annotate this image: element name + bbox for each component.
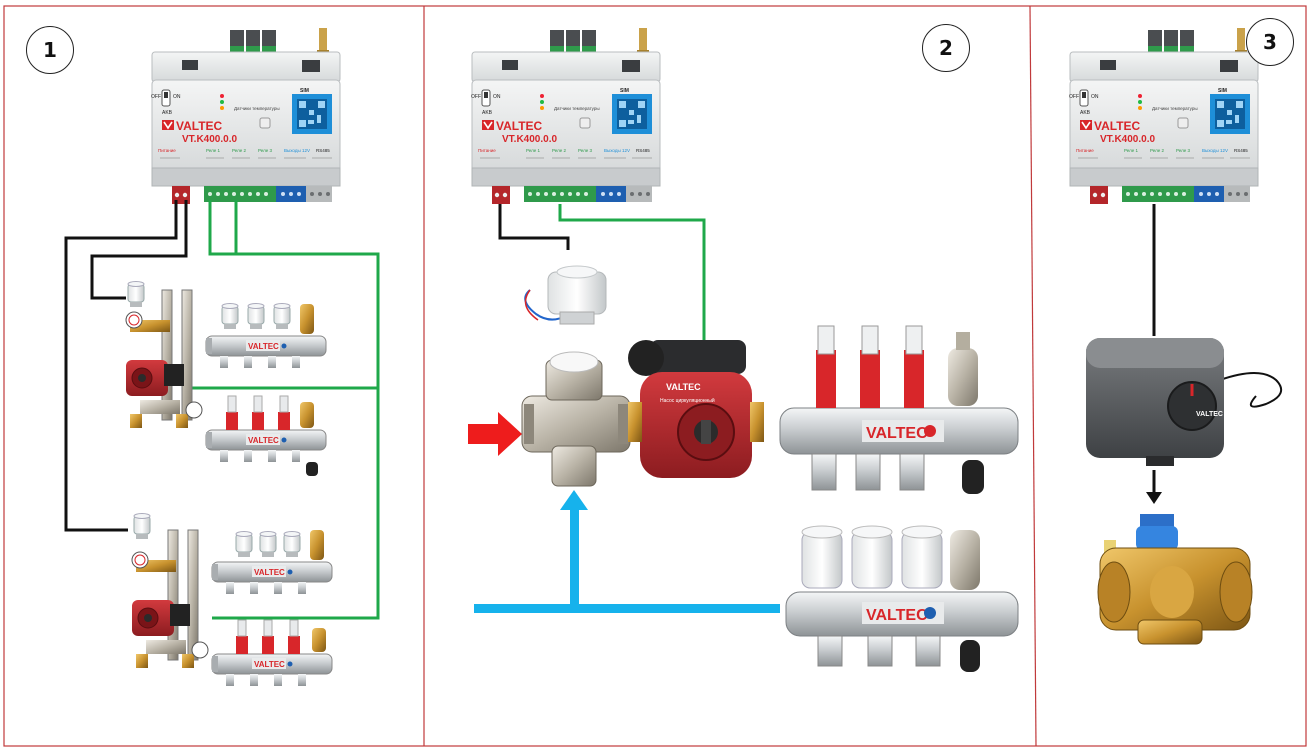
actuator-brand: VALTEC (1196, 411, 1223, 418)
rotary-actuator: VALTEC (1086, 338, 1283, 466)
pump-brand: VALTEC (666, 382, 701, 392)
frame (3, 5, 1307, 747)
arrow-cold-return (474, 490, 780, 613)
panel-number-2: 2 (922, 24, 970, 72)
pump-caption: Насос циркуляционный (660, 397, 715, 404)
controller-1 (150, 27, 341, 205)
brass-valve (1097, 514, 1253, 645)
wires-black-1 (64, 200, 188, 532)
controller-2 (470, 27, 661, 205)
manifold-large-top: VALTEC (779, 325, 1019, 494)
arrow-down (1146, 470, 1162, 504)
panel-2: VALTEC Насос циркуляционный VALTEC (468, 27, 1019, 672)
svg-text:VALTEC: VALTEC (866, 607, 928, 624)
panel-1 (64, 27, 380, 687)
three-way-valve (521, 351, 631, 487)
arrow-hot-supply (468, 412, 522, 456)
thermal-actuator (524, 265, 607, 325)
manifold-group-1-top (125, 281, 327, 476)
panel-number-3: 3 (1246, 18, 1294, 66)
manifold-large-bottom: VALTEC (785, 525, 1019, 672)
panel-3: VALTEC (1068, 27, 1283, 645)
wires-green-1 (188, 200, 380, 620)
wires-2 (498, 204, 706, 340)
controller-3 (1068, 27, 1259, 205)
manifold-group-1-bottom (131, 513, 333, 687)
panel-number-1: 1 (26, 26, 74, 74)
circulation-pump: VALTEC Насос циркуляционный (628, 340, 764, 478)
svg-text:VALTEC: VALTEC (866, 425, 928, 442)
